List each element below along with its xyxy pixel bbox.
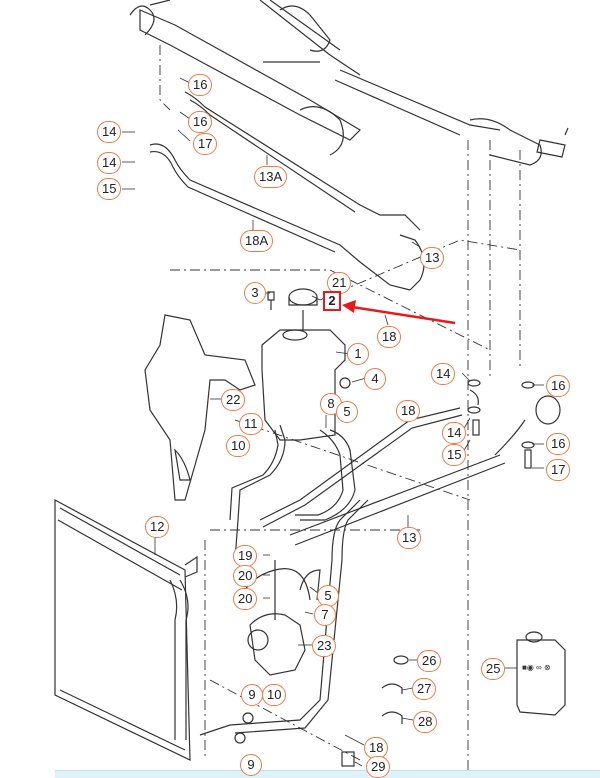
callout-17[interactable]: 17 (546, 459, 571, 481)
callout-23[interactable]: 23 (312, 635, 337, 657)
mounting-bracket (144, 314, 256, 501)
callout-20[interactable]: 20 (233, 588, 258, 610)
callout-13[interactable]: 13 (397, 527, 422, 549)
callout-10[interactable]: 10 (226, 435, 251, 457)
callout-26[interactable]: 26 (417, 650, 442, 672)
callout-7[interactable]: 7 (314, 604, 336, 626)
callout-13[interactable]: 13 (420, 247, 445, 269)
clips (234, 655, 409, 767)
callout-17[interactable]: 17 (193, 133, 218, 155)
leader-lines (122, 77, 544, 767)
callout-4[interactable]: 4 (364, 368, 386, 390)
callout-14[interactable]: 14 (442, 422, 467, 444)
callout-5[interactable]: 5 (317, 585, 339, 607)
callout-15[interactable]: 15 (442, 444, 467, 466)
callout-14[interactable]: 14 (97, 152, 122, 174)
callout-14[interactable]: 14 (97, 121, 122, 143)
fluid-container: ■◉ ∞ ⊗ (516, 631, 566, 716)
callout-19[interactable]: 19 (233, 545, 258, 567)
callout-2-highlighted[interactable]: 2 (323, 291, 341, 311)
callout-3[interactable]: 3 (244, 282, 266, 304)
callout-29[interactable]: 29 (366, 756, 391, 778)
callout-14[interactable]: 14 (431, 363, 456, 385)
callout-20[interactable]: 20 (233, 565, 258, 587)
callout-18[interactable]: 18 (396, 400, 421, 422)
callout-13a[interactable]: 13A (254, 166, 288, 188)
highlight-arrow (342, 300, 456, 325)
callout-5[interactable]: 5 (336, 401, 358, 423)
bottom-band (55, 770, 600, 778)
callout-18a[interactable]: 18A (240, 230, 274, 252)
callout-21[interactable]: 21 (327, 272, 352, 294)
callout-11[interactable]: 11 (239, 413, 263, 435)
callout-1[interactable]: 1 (347, 343, 369, 365)
assembly-lines (159, 45, 521, 777)
callout-16[interactable]: 16 (188, 111, 213, 133)
callout-16[interactable]: 16 (546, 375, 571, 397)
steering-pump (247, 560, 321, 676)
callout-18[interactable]: 18 (364, 737, 389, 759)
callout-28[interactable]: 28 (413, 711, 438, 733)
callout-25[interactable]: 25 (481, 658, 506, 680)
callout-12[interactable]: 12 (145, 516, 170, 538)
callout-9[interactable]: 9 (240, 754, 262, 776)
callout-16[interactable]: 16 (546, 433, 571, 455)
callout-16[interactable]: 16 (188, 74, 213, 96)
steering-rack (129, 0, 569, 166)
callout-22[interactable]: 22 (221, 389, 246, 411)
callout-10[interactable]: 10 (262, 684, 287, 706)
callout-18[interactable]: 18 (377, 326, 402, 348)
callout-9[interactable]: 9 (241, 684, 263, 706)
callout-15[interactable]: 15 (97, 178, 122, 200)
svg-text:■◉ ∞ ⊗: ■◉ ∞ ⊗ (522, 663, 551, 672)
right-fittings (467, 379, 561, 469)
callout-27[interactable]: 27 (412, 678, 437, 700)
fluid-reservoir (261, 288, 351, 441)
oil-cooler (54, 498, 198, 761)
